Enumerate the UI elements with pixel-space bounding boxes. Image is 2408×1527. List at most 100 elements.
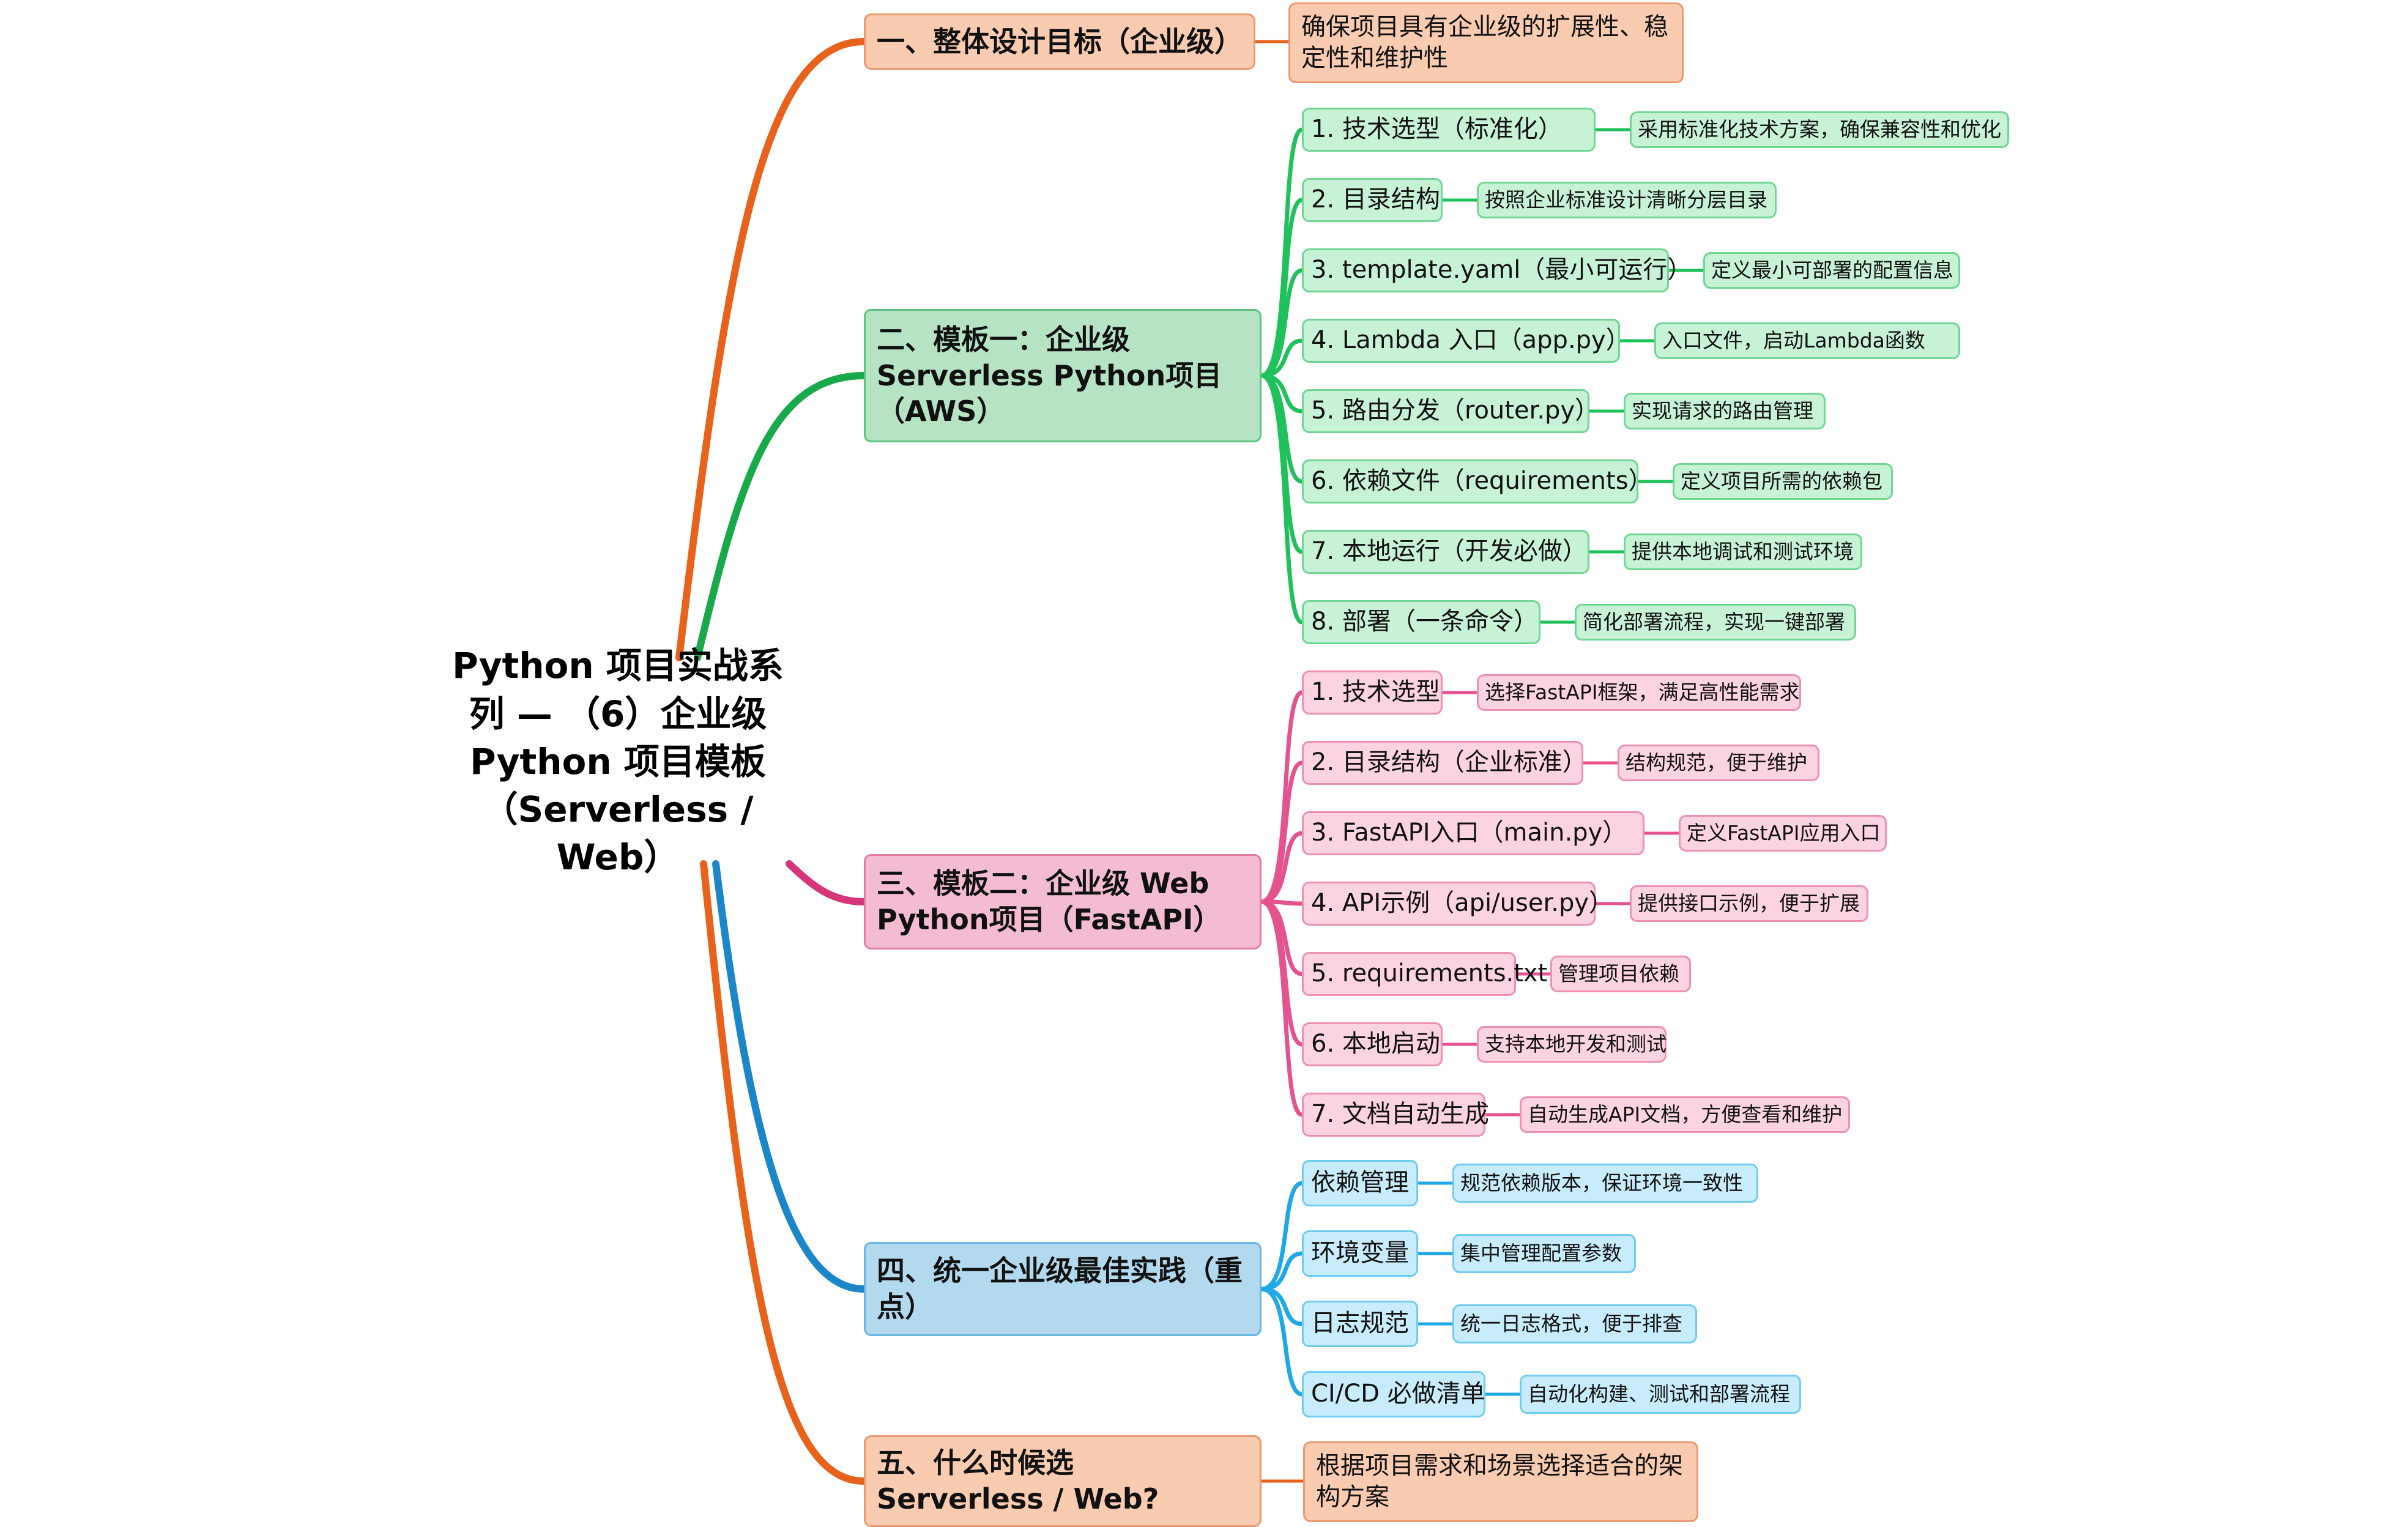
item-description: 按照企业标准设计清晰分层目录 bbox=[1485, 187, 1767, 212]
item-desc-s3-6: 支持本地开发和测试 bbox=[1477, 1026, 1667, 1063]
item-label: 日志规范 bbox=[1311, 1309, 1409, 1338]
item-description: 定义项目所需的依赖包 bbox=[1681, 469, 1882, 493]
description-text: 根据项目需求和场景选择适合的架构方案 bbox=[1316, 1451, 1683, 1511]
item-label: 7. 本地运行（开发必做） bbox=[1311, 537, 1587, 566]
connector-root-s1 bbox=[675, 38, 868, 661]
item-label: 环境变量 bbox=[1311, 1239, 1409, 1268]
item-s2-2[interactable]: 2. 目录结构 bbox=[1302, 178, 1443, 222]
connector-s3-item-2 bbox=[1259, 760, 1304, 904]
item-desc-s2-6: 定义项目所需的依赖包 bbox=[1673, 463, 1893, 500]
item-description: 简化部署流程，实现一键部署 bbox=[1583, 609, 1845, 634]
section-2-node[interactable]: 二、模板一：企业级 Serverless Python项目（AWS） bbox=[864, 309, 1262, 442]
item-s4-1[interactable]: 依赖管理 bbox=[1302, 1160, 1418, 1206]
section-title: 四、统一企业级最佳实践（重点） bbox=[877, 1254, 1243, 1323]
item-label: 6. 依赖文件（requirements） bbox=[1311, 467, 1653, 496]
item-description: 管理项目依赖 bbox=[1558, 961, 1679, 986]
section-1-description: 确保项目具有企业级的扩展性、稳定性和维护性 bbox=[1288, 2, 1684, 83]
item-desc-s4-2: 集中管理配置参数 bbox=[1452, 1234, 1636, 1273]
connector-s4-item-4 bbox=[1259, 1287, 1304, 1397]
connector-root-s2 bbox=[694, 372, 868, 661]
section-3-node[interactable]: 三、模板二：企业级 Web Python项目（FastAPI） bbox=[864, 854, 1262, 949]
item-s2-8[interactable]: 8. 部署（一条命令） bbox=[1302, 600, 1540, 644]
item-label: 4. API示例（api/user.py） bbox=[1311, 889, 1614, 918]
item-description: 入口文件，启动Lambda函数 bbox=[1662, 328, 1925, 352]
connector-s4-item-1 bbox=[1259, 1181, 1304, 1291]
item-label: 3. FastAPI入口（main.py） bbox=[1311, 819, 1627, 847]
item-label: 依赖管理 bbox=[1311, 1168, 1409, 1197]
item-desc-s2-3: 定义最小可部署的配置信息 bbox=[1703, 252, 1960, 289]
item-desc-s4-4: 自动化构建、测试和部署流程 bbox=[1520, 1375, 1801, 1414]
item-description: 实现请求的路由管理 bbox=[1632, 398, 1813, 423]
item-s2-5[interactable]: 5. 路由分发（router.py） bbox=[1302, 389, 1599, 433]
item-description: 定义FastAPI应用入口 bbox=[1687, 820, 1881, 845]
item-s3-3[interactable]: 3. FastAPI入口（main.py） bbox=[1302, 811, 1644, 855]
item-s3-1[interactable]: 1. 技术选型 bbox=[1302, 671, 1443, 715]
item-description: 结构规范，便于维护 bbox=[1626, 750, 1807, 775]
item-description: 提供接口示例，便于扩展 bbox=[1638, 891, 1860, 915]
connector-s2-item-4 bbox=[1259, 338, 1304, 378]
item-description: 选择FastAPI框架，满足高性能需求 bbox=[1485, 680, 1800, 704]
item-s2-1[interactable]: 1. 技术选型（标准化） bbox=[1302, 108, 1596, 152]
item-label: 1. 技术选型 bbox=[1311, 678, 1440, 707]
root-title: Python 项目实战系列 — （6）企业级 Python 项目模板（Serve… bbox=[452, 645, 784, 879]
item-label: 3. template.yaml（最小可运行） bbox=[1311, 256, 1692, 284]
section-1-node[interactable]: 一、整体设计目标（企业级） bbox=[864, 13, 1255, 70]
item-label: 2. 目录结构（企业标准） bbox=[1311, 748, 1587, 777]
item-s3-7[interactable]: 7. 文档自动生成 bbox=[1302, 1093, 1489, 1137]
description-text: 确保项目具有企业级的扩展性、稳定性和维护性 bbox=[1301, 12, 1668, 72]
item-s4-4[interactable]: CI/CD 必做清单 bbox=[1302, 1371, 1485, 1417]
item-desc-s3-3: 定义FastAPI应用入口 bbox=[1679, 815, 1887, 852]
item-s4-2[interactable]: 环境变量 bbox=[1302, 1230, 1418, 1277]
item-description: 规范依赖版本，保证环境一致性 bbox=[1460, 1170, 1743, 1195]
item-label: 5. 路由分发（router.py） bbox=[1311, 396, 1600, 425]
item-description: 定义最小可部署的配置信息 bbox=[1711, 258, 1953, 282]
item-desc-s4-1: 规范依赖版本，保证环境一致性 bbox=[1452, 1164, 1758, 1203]
item-label: 7. 文档自动生成 bbox=[1311, 1100, 1489, 1129]
connector-s2-item-3 bbox=[1259, 268, 1304, 378]
item-label: 8. 部署（一条命令） bbox=[1311, 607, 1538, 636]
item-s2-3[interactable]: 3. template.yaml（最小可运行） bbox=[1302, 248, 1692, 292]
connector-s4-item-2 bbox=[1259, 1251, 1304, 1291]
item-desc-s2-1: 采用标准化技术方案，确保兼容性和优化 bbox=[1630, 111, 2009, 148]
item-desc-s3-1: 选择FastAPI框架，满足高性能需求 bbox=[1477, 674, 1801, 711]
item-label: 1. 技术选型（标准化） bbox=[1311, 115, 1563, 144]
item-s3-4[interactable]: 4. API示例（api/user.py） bbox=[1302, 882, 1613, 926]
section-5-node[interactable]: 五、什么时候选 Serverless / Web? bbox=[864, 1435, 1262, 1527]
item-description: 集中管理配置参数 bbox=[1460, 1241, 1622, 1265]
item-desc-s3-4: 提供接口示例，便于扩展 bbox=[1630, 885, 1868, 922]
item-desc-s2-7: 提供本地调试和测试环境 bbox=[1624, 533, 1862, 570]
item-desc-s2-2: 按照企业标准设计清晰分层目录 bbox=[1477, 182, 1777, 218]
item-description: 采用标准化技术方案，确保兼容性和优化 bbox=[1638, 117, 2001, 141]
item-desc-s2-8: 简化部署流程，实现一键部署 bbox=[1575, 604, 1856, 641]
section-5-description: 根据项目需求和场景选择适合的架构方案 bbox=[1303, 1441, 1698, 1522]
item-desc-s3-5: 管理项目依赖 bbox=[1550, 956, 1691, 992]
section-4-node[interactable]: 四、统一企业级最佳实践（重点） bbox=[864, 1242, 1262, 1336]
connector-root-s3 bbox=[786, 860, 868, 905]
item-s3-2[interactable]: 2. 目录结构（企业标准） bbox=[1302, 741, 1587, 785]
item-s2-6[interactable]: 6. 依赖文件（requirements） bbox=[1302, 459, 1653, 503]
item-description: 提供本地调试和测试环境 bbox=[1632, 539, 1854, 563]
item-s2-7[interactable]: 7. 本地运行（开发必做） bbox=[1302, 530, 1589, 574]
item-desc-s2-4: 入口文件，启动Lambda函数 bbox=[1654, 322, 1960, 359]
item-description: 自动化构建、测试和部署流程 bbox=[1528, 1381, 1790, 1406]
item-desc-s4-3: 统一日志格式，便于排查 bbox=[1452, 1304, 1697, 1343]
connector-s3-item-7 bbox=[1259, 899, 1304, 1117]
connector-root-s5 bbox=[700, 860, 868, 1485]
item-s3-5[interactable]: 5. requirements.txt bbox=[1302, 952, 1547, 996]
item-description: 自动生成API文档，方便查看和维护 bbox=[1528, 1102, 1843, 1126]
connector-s3-item-3 bbox=[1259, 831, 1304, 904]
item-label: CI/CD 必做清单 bbox=[1311, 1380, 1485, 1408]
item-s4-3[interactable]: 日志规范 bbox=[1302, 1301, 1418, 1347]
item-desc-s3-2: 结构规范，便于维护 bbox=[1618, 745, 1819, 781]
item-label: 5. requirements.txt bbox=[1311, 959, 1548, 988]
item-label: 2. 目录结构 bbox=[1311, 185, 1440, 214]
item-s3-6[interactable]: 6. 本地启动 bbox=[1302, 1022, 1443, 1066]
item-s2-4[interactable]: 4. Lambda 入口（app.py） bbox=[1302, 319, 1630, 363]
item-description: 支持本地开发和测试 bbox=[1485, 1031, 1667, 1056]
item-description: 统一日志格式，便于排查 bbox=[1460, 1311, 1682, 1336]
connector-root-s4 bbox=[712, 860, 868, 1293]
connector-s2-item-2 bbox=[1259, 198, 1304, 378]
root-topic[interactable]: Python 项目实战系列 — （6）企业级 Python 项目模板（Serve… bbox=[440, 645, 795, 878]
